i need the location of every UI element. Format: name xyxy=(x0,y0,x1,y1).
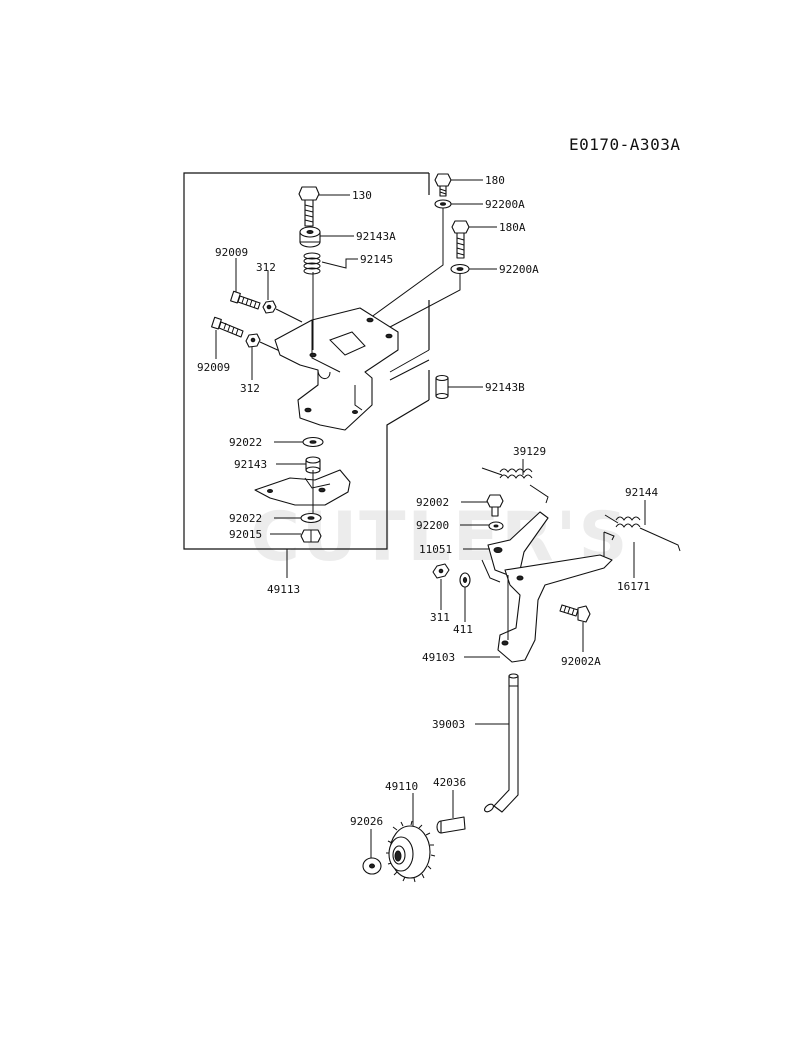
washer-92200A-upper xyxy=(434,199,483,209)
washer-92200A-lower xyxy=(450,263,497,275)
washer-92022-upper xyxy=(274,436,324,448)
spring-92145 xyxy=(303,252,358,275)
label-16171: 16171 xyxy=(617,580,650,593)
label-92002: 92002 xyxy=(416,496,449,509)
governor-shaft-39003 xyxy=(475,673,519,813)
label-92200A-upper: 92200A xyxy=(485,198,525,211)
gear-49110 xyxy=(386,793,436,883)
bolt-92002A xyxy=(559,604,591,652)
label-92015: 92015 xyxy=(229,528,262,541)
spring-92144 xyxy=(604,500,681,552)
label-312-upper: 312 xyxy=(256,261,276,274)
bolt-130 xyxy=(298,186,350,227)
bolt-180A xyxy=(451,220,497,259)
bolt-180 xyxy=(434,173,483,197)
nut-92015 xyxy=(270,529,322,543)
label-92009-upper: 92009 xyxy=(215,246,248,259)
pin-42036 xyxy=(436,790,466,834)
label-180A: 180A xyxy=(499,221,526,234)
bolt-92002 xyxy=(461,494,504,517)
label-92022-upper: 92022 xyxy=(229,436,262,449)
assembly-frame-49113 xyxy=(183,172,430,578)
label-180: 180 xyxy=(485,174,505,187)
washer-92026 xyxy=(362,829,382,875)
lever-plate xyxy=(254,469,351,513)
label-92002A: 92002A xyxy=(561,655,601,668)
washer-92143A xyxy=(299,226,354,248)
nut-312-upper xyxy=(262,271,303,323)
control-bracket xyxy=(274,272,399,431)
label-92143A: 92143A xyxy=(356,230,396,243)
washer-92200 xyxy=(460,521,504,531)
diagram-code: E0170-A303A xyxy=(569,135,680,154)
label-311: 311 xyxy=(430,611,450,624)
label-39003: 39003 xyxy=(432,718,465,731)
spring-39129 xyxy=(481,459,549,504)
label-49113: 49113 xyxy=(267,583,300,596)
bolt-92009-upper xyxy=(230,258,261,310)
label-11051: 11051 xyxy=(419,543,452,556)
collar-92143 xyxy=(276,456,321,474)
rod-16171 xyxy=(603,531,635,578)
label-42036: 42036 xyxy=(433,776,466,789)
label-49103: 49103 xyxy=(422,651,455,664)
collar-92143B xyxy=(435,374,483,400)
label-92143B: 92143B xyxy=(485,381,525,394)
washer-411 xyxy=(459,572,471,622)
label-312-lower: 312 xyxy=(240,382,260,395)
bolt-92009-lower xyxy=(211,316,244,359)
label-92145: 92145 xyxy=(360,253,393,266)
governor-lever-11051 xyxy=(463,511,549,583)
label-39129: 39129 xyxy=(513,445,546,458)
label-92026: 92026 xyxy=(350,815,383,828)
label-92144: 92144 xyxy=(625,486,658,499)
label-92200A-lower: 92200A xyxy=(499,263,539,276)
label-92143: 92143 xyxy=(234,458,267,471)
nut-311 xyxy=(432,563,450,610)
label-92022-lower: 92022 xyxy=(229,512,262,525)
label-49110: 49110 xyxy=(385,780,418,793)
label-92009-lower: 92009 xyxy=(197,361,230,374)
label-411: 411 xyxy=(453,623,473,636)
governor-arm-49103 xyxy=(464,554,613,663)
label-130: 130 xyxy=(352,189,372,202)
washer-92022-lower xyxy=(274,512,322,524)
label-92200: 92200 xyxy=(416,519,449,532)
